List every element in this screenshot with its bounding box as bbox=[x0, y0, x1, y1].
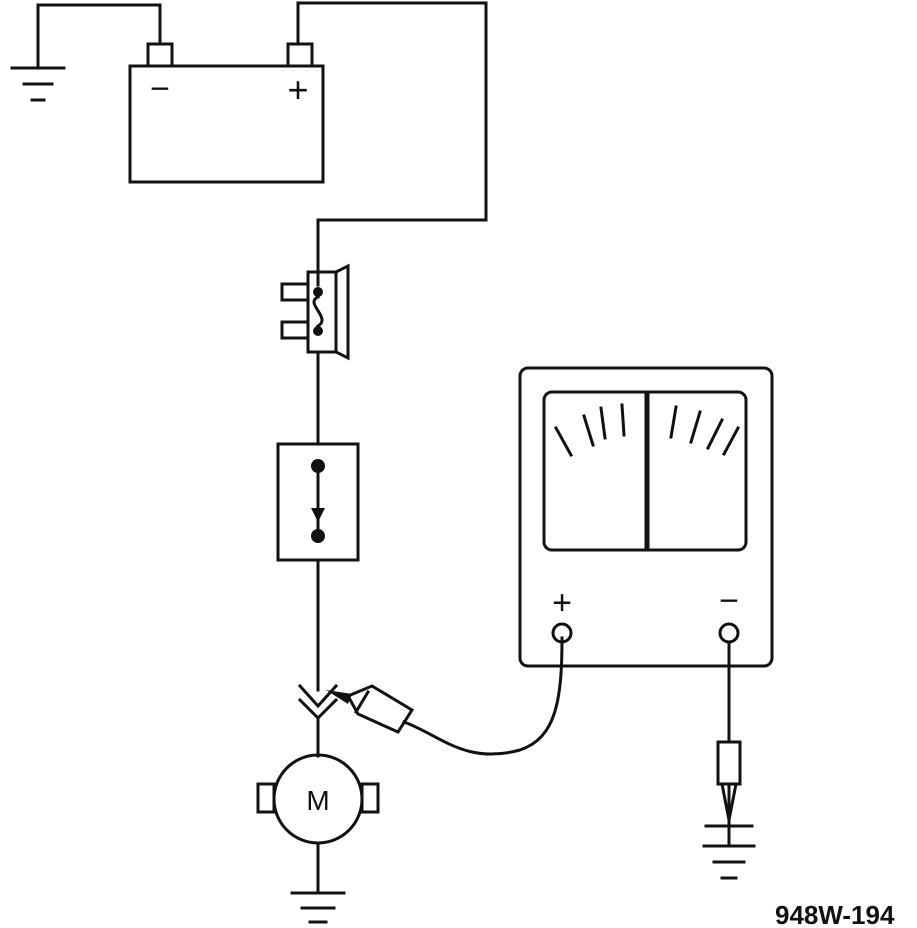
positive-feed-wire bbox=[296, 1, 488, 287]
figure-code: 948W-194 bbox=[775, 900, 895, 928]
negative-test-lead bbox=[702, 640, 756, 880]
voltmeter-positive-terminal bbox=[551, 622, 573, 644]
battery-ground-lead bbox=[10, 3, 162, 102]
switch bbox=[276, 442, 360, 562]
positive-test-probe bbox=[326, 636, 564, 756]
motor-label: M bbox=[306, 785, 329, 816]
motor: M bbox=[256, 753, 380, 845]
battery-positive-label: + bbox=[287, 69, 308, 110]
voltmeter-negative-label: − bbox=[719, 582, 739, 620]
fuse bbox=[280, 263, 350, 361]
voltmeter: + − bbox=[518, 366, 774, 668]
motor-ground bbox=[290, 841, 346, 924]
voltmeter-negative-terminal bbox=[718, 622, 740, 644]
battery-negative-label: − bbox=[150, 70, 170, 108]
meter-scale bbox=[553, 403, 741, 458]
battery: − + bbox=[128, 42, 325, 184]
voltmeter-positive-label: + bbox=[552, 584, 572, 622]
